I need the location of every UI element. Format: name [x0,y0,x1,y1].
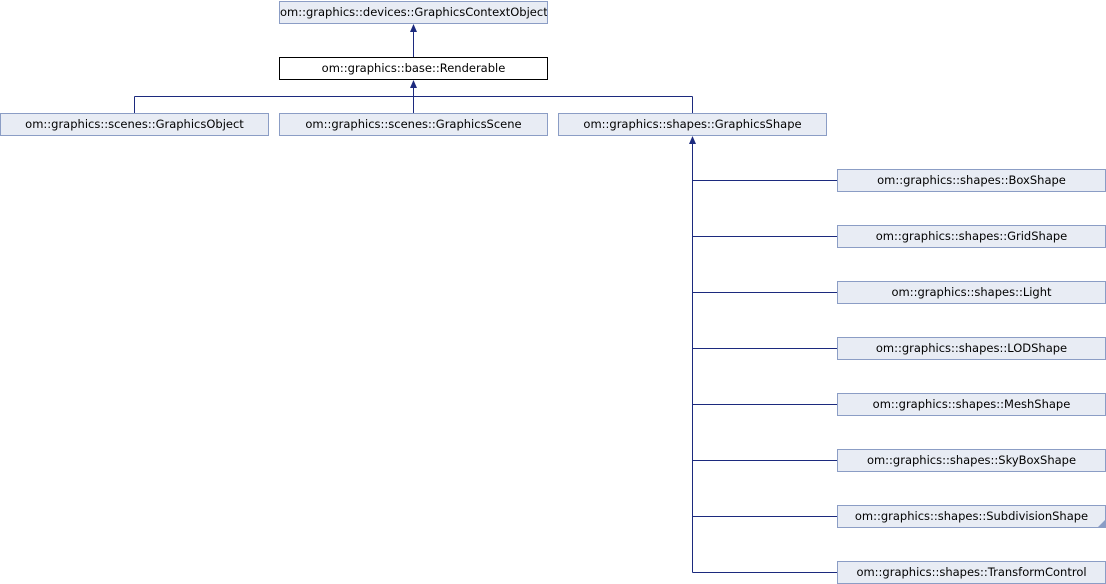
class-node-renderable: om::graphics::base::Renderable [279,57,548,80]
class-node-mesh-shape[interactable]: om::graphics::shapes::MeshShape [837,393,1106,416]
class-node-skybox-shape[interactable]: om::graphics::shapes::SkyBoxShape [837,449,1106,472]
class-node-transform-control[interactable]: om::graphics::shapes::TransformControl [837,561,1106,584]
class-node-subdivision-shape[interactable]: om::graphics::shapes::SubdivisionShape [837,505,1106,528]
class-node-graphics-context-object[interactable]: om::graphics::devices::GraphicsContextOb… [279,1,548,24]
class-node-lod-shape[interactable]: om::graphics::shapes::LODShape [837,337,1106,360]
class-node-graphics-object[interactable]: om::graphics::scenes::GraphicsObject [0,113,269,136]
class-node-graphics-shape[interactable]: om::graphics::shapes::GraphicsShape [558,113,827,136]
edge-group [134,24,837,573]
arrowhead-renderable [410,80,417,88]
class-node-grid-shape[interactable]: om::graphics::shapes::GridShape [837,225,1106,248]
arrowhead-context [410,24,417,32]
class-node-light[interactable]: om::graphics::shapes::Light [837,281,1106,304]
more-subclasses-marker [1098,520,1105,527]
class-node-box-shape[interactable]: om::graphics::shapes::BoxShape [837,169,1106,192]
class-node-subdivision-label: om::graphics::shapes::SubdivisionShape [854,509,1089,523]
arrowhead-shape [689,136,696,144]
class-node-graphics-scene[interactable]: om::graphics::scenes::GraphicsScene [279,113,548,136]
